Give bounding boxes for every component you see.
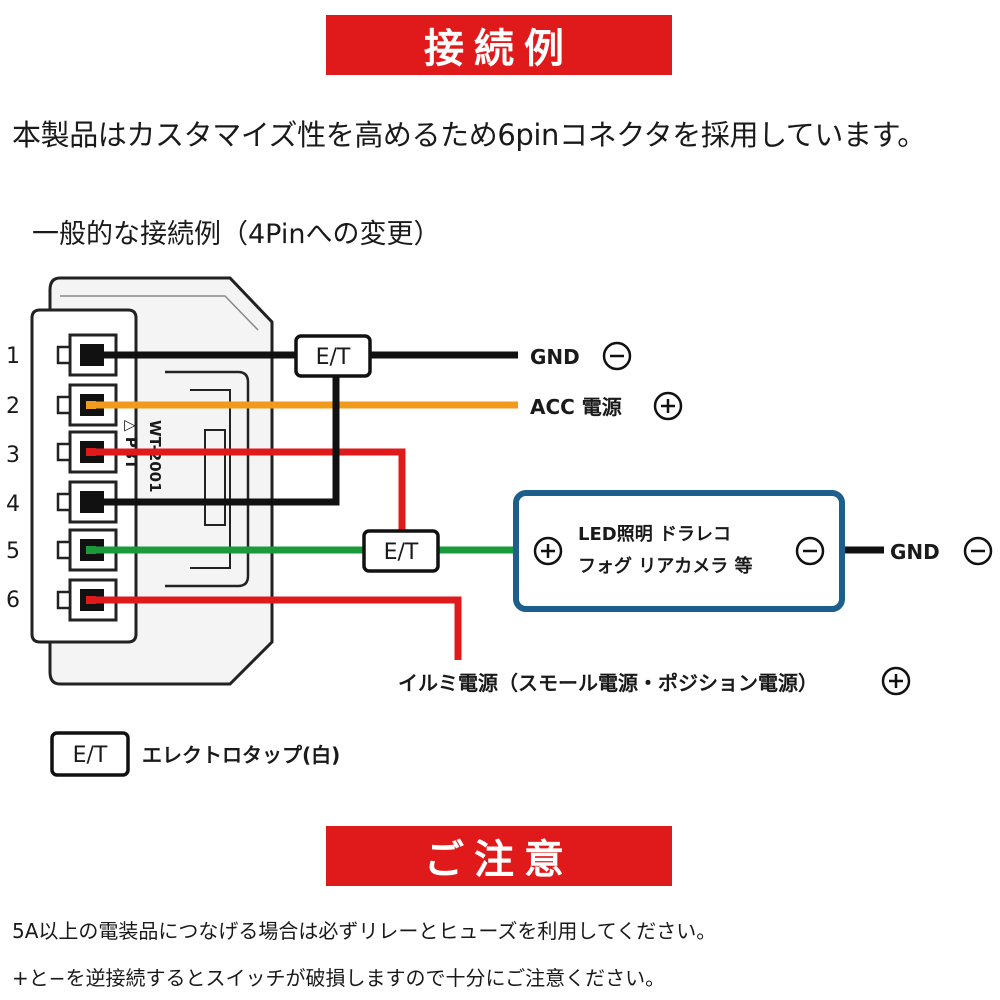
plus-icon-mark xyxy=(661,399,675,413)
caution-note-1: 5A以上の電装品につなげる場合は必ずリレーとヒューズを利用してください。 xyxy=(12,919,717,943)
electro-tap-1: E/T xyxy=(294,334,372,378)
legend-box-label: E/T xyxy=(73,743,108,768)
title-text: 接続例 xyxy=(424,26,574,72)
electro-tap-2: E/T xyxy=(362,529,440,573)
plus-icon-mark xyxy=(889,674,903,688)
wire-pin6-illumi xyxy=(92,596,462,660)
minus-icon xyxy=(602,341,632,371)
subtitle-text: 一般的な接続例（4Pinへの変更） xyxy=(32,219,441,250)
title-banner: 接続例 xyxy=(326,15,672,75)
plus-icon-mark xyxy=(541,544,555,558)
wire-pin3-red xyxy=(92,448,406,548)
plus-icon xyxy=(533,536,563,566)
caution-title: ご注意 xyxy=(424,837,574,883)
pin-number-6: 6 xyxy=(6,588,20,613)
legend-electro-tap: E/T エレクトロタップ(白) xyxy=(50,731,340,777)
device-box: LED照明 ドラレコ フォグ リアカメラ 等 xyxy=(513,490,845,612)
gnd-label-1: GND xyxy=(530,345,580,369)
plus-icon xyxy=(881,666,911,696)
pin-number-4: 4 xyxy=(6,492,20,517)
caution-banner: ご注意 xyxy=(326,826,672,886)
minus-icon xyxy=(963,536,993,566)
pin-number-2: 2 xyxy=(6,394,20,419)
electro-tap-1-label: E/T xyxy=(316,345,351,370)
pin-number-5: 5 xyxy=(6,539,20,564)
wire-pin4-black xyxy=(92,355,340,506)
connector-marking-1: △ PBT xyxy=(122,420,140,470)
pin-number-1: 1 xyxy=(6,344,20,369)
caution-note-2: +と−を逆接続するとスイッチが破損しますので十分にご注意ください。 xyxy=(12,966,666,990)
electro-tap-2-label: E/T xyxy=(384,540,419,565)
acc-label: ACC 電源 xyxy=(530,395,622,419)
plus-icon xyxy=(653,391,683,421)
legend-text: エレクトロタップ(白) xyxy=(142,743,340,767)
gnd-label-2: GND xyxy=(890,540,940,564)
intro-text: 本製品はカスタマイズ性を高めるため6pinコネクタを採用しています。 xyxy=(12,118,926,152)
device-label-line1: LED照明 ドラレコ xyxy=(578,524,731,545)
pin-number-3: 3 xyxy=(6,443,20,468)
illumi-label: イルミ電源（スモール電源・ポジション電源） xyxy=(398,671,818,695)
device-label-line2: フォグ リアカメラ 等 xyxy=(578,555,753,577)
connector-marking-2: WT-2001 xyxy=(146,420,164,493)
minus-icon xyxy=(795,536,825,566)
